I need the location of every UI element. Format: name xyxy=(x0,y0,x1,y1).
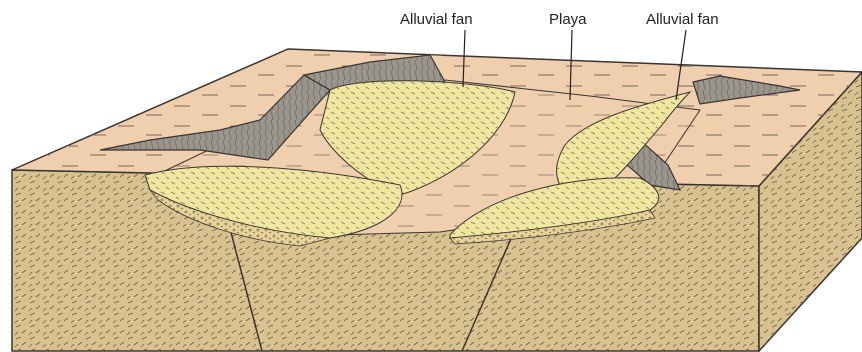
label-playa: Playa xyxy=(549,11,587,28)
label-alluvial-fan-right: Alluvial fan xyxy=(646,11,719,28)
label-alluvial-fan-left: Alluvial fan xyxy=(400,11,473,28)
